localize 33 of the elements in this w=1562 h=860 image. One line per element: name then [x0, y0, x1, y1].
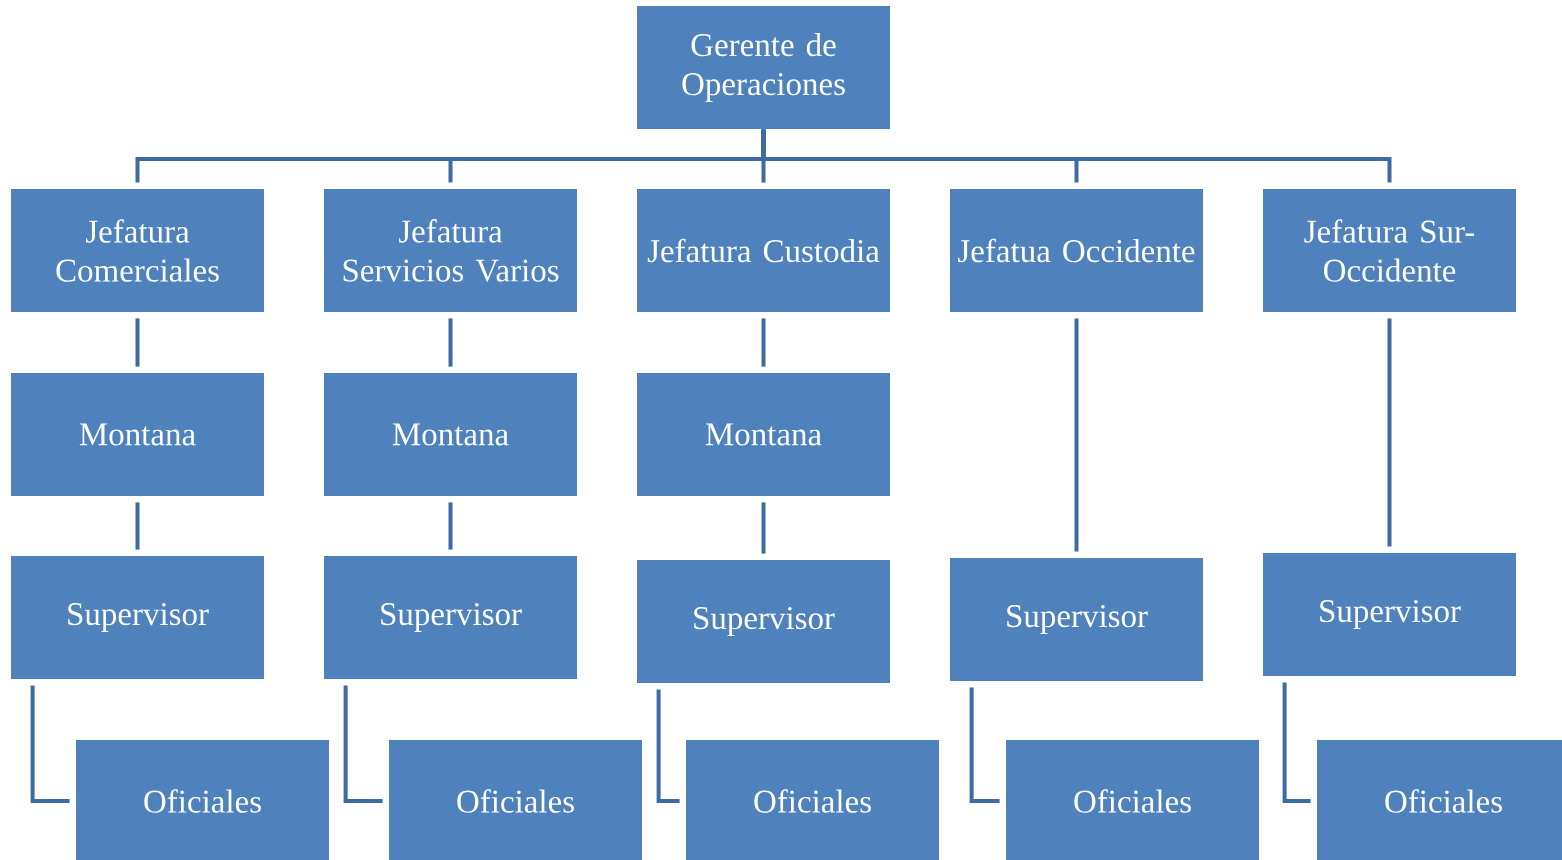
org-box: Oficiales [1317, 740, 1562, 860]
org-box: Montana [11, 373, 264, 496]
connector-line [343, 685, 383, 803]
org-box: Supervisor [11, 556, 264, 679]
connector-line [135, 318, 140, 367]
org-box: Supervisor [1263, 553, 1516, 676]
org-box: Jefatura Servicios Varios [324, 189, 577, 312]
connector-line [135, 502, 140, 550]
connector-line [761, 318, 766, 367]
connector-line [656, 689, 680, 803]
org-box: Jefatura Sur-Occidente [1263, 189, 1516, 312]
connector-line [1387, 318, 1392, 547]
connector-line [448, 318, 453, 367]
org-box: Supervisor [324, 556, 577, 679]
connector-line [1282, 682, 1311, 803]
org-box: Supervisor [950, 558, 1203, 681]
connector-line [761, 502, 766, 554]
org-box: Oficiales [76, 740, 329, 860]
org-box: Supervisor [637, 560, 890, 683]
connector-line [761, 129, 1392, 183]
org-box: Oficiales [686, 740, 939, 860]
connector-line [30, 685, 70, 803]
connector-line [448, 502, 453, 550]
connector-line [1074, 318, 1079, 552]
org-box: Jefatua Occidente [950, 189, 1203, 312]
org-box: Montana [637, 373, 890, 496]
org-box: Gerente de Operaciones [637, 6, 890, 129]
org-box: Oficiales [1006, 740, 1259, 860]
org-box: Jefatura Comerciales [11, 189, 264, 312]
org-box: Oficiales [389, 740, 642, 860]
org-box: Jefatura Custodia [637, 189, 890, 312]
org-box: Montana [324, 373, 577, 496]
connector-line [969, 687, 1000, 803]
